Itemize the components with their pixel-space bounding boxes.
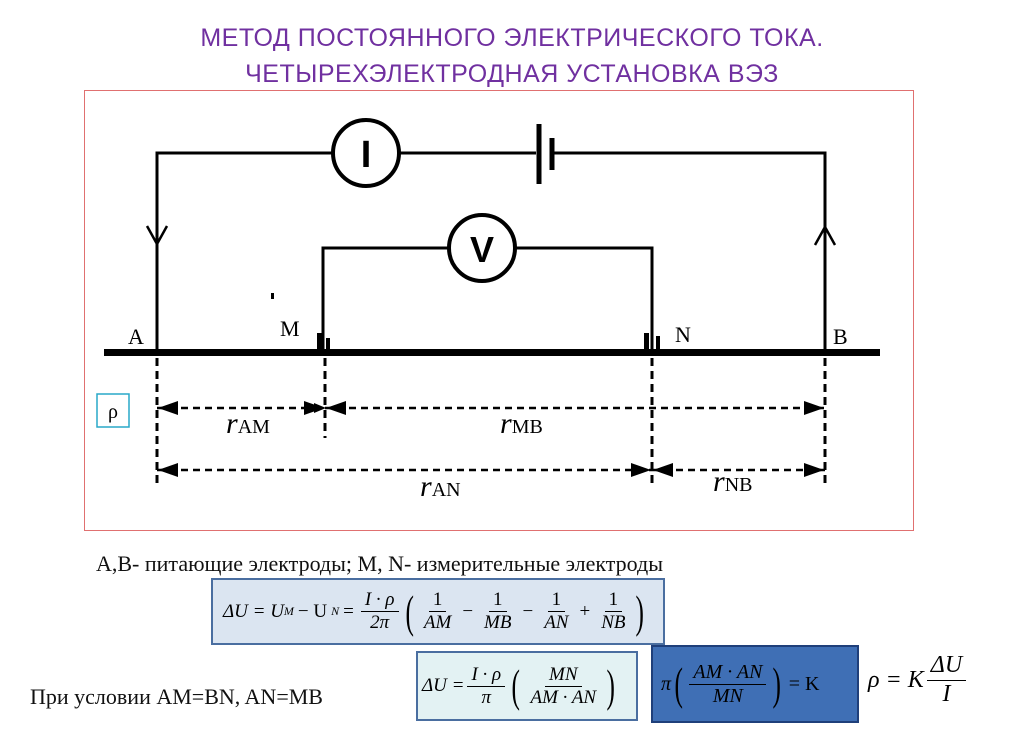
rho-label: ρ xyxy=(108,401,118,423)
wire-a-to-ammeter xyxy=(155,151,332,350)
current-arrow-up xyxy=(813,224,837,246)
label-r-nb: rNB xyxy=(713,465,752,498)
wire-battery-to-b xyxy=(554,151,827,350)
dimension-extension-lines xyxy=(155,358,827,485)
ammeter-icon xyxy=(331,118,401,188)
wire-m-to-voltmeter xyxy=(321,246,448,350)
voltmeter-label: V xyxy=(470,229,494,270)
diagram-frame xyxy=(84,90,914,531)
dimension-arrowheads xyxy=(158,401,824,477)
label-r-am: rAM xyxy=(226,407,270,440)
voltmeter-icon xyxy=(447,213,517,283)
electrodes-caption: A,B- питающие электроды; M, N- измерител… xyxy=(96,551,664,576)
electrode-m-label: M xyxy=(280,316,300,341)
label-r-an: rAN xyxy=(420,470,461,503)
label-r-mb: rMB xyxy=(500,407,543,440)
rho-box xyxy=(96,393,130,428)
electrode-n-label: N xyxy=(675,322,691,347)
electrode-n-stub xyxy=(644,333,660,351)
title-line-2: ЧЕТЫРЕХЭЛЕКТРОДНАЯ УСТАНОВКА ВЭЗ xyxy=(245,60,779,88)
electrode-m-stub xyxy=(271,293,330,351)
condition-text: При условии AM=BN, AN=MB xyxy=(30,684,323,709)
electrode-a-label: A xyxy=(128,324,144,349)
ammeter-label: I xyxy=(361,134,372,176)
current-arrow-down xyxy=(145,225,169,247)
title-line-1: МЕТОД ПОСТОЯННОГО ЭЛЕКТРИЧЕСКОГО ТОКА. xyxy=(200,24,824,52)
wire-voltmeter-to-n xyxy=(516,246,654,350)
ground-line xyxy=(104,349,880,356)
electrode-b-label: B xyxy=(833,324,848,349)
